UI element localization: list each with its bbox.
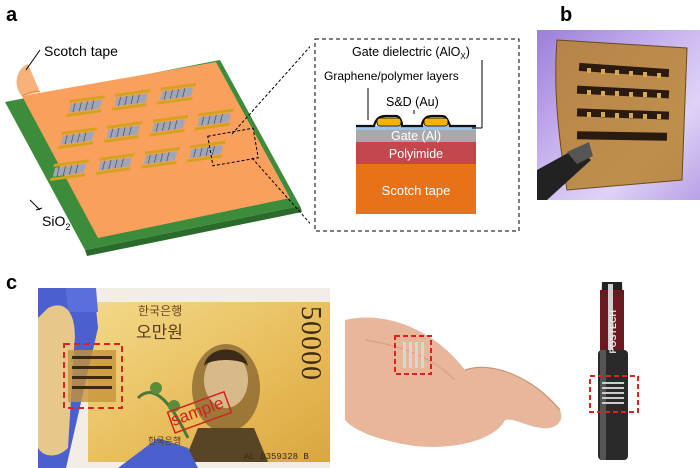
layer-gate [356,130,476,142]
sd-electrode-right [423,117,449,127]
sample-stamp-box [166,390,233,434]
schematic-labels: Scotch tape SiO2 [42,43,118,232]
sio2-label-main: SiO [42,213,65,229]
layer-scotch-tape [356,164,476,214]
graphene-label: Graphene/polymer layers [324,69,459,83]
gate-layer-label: Gate (Al) [391,129,441,143]
panel-label-c: c [6,272,18,294]
panel-label-a: a [6,4,18,26]
pen-brand-text: POSTECH [608,310,618,354]
layer-graphene [356,114,476,128]
schematic-device-array [5,45,310,256]
sd-label: S&D (Au) [386,95,439,109]
layer-dielectric [356,126,476,130]
gate-dielectric-suffix: ) [466,45,470,59]
photo-pen: POSTECH [580,280,650,468]
banknote-value-text: 오만원 [136,323,183,343]
photo-flexible-device [537,30,700,200]
gate-dielectric-sub: X [460,52,466,61]
zoom-region-box [207,127,259,167]
photo-banknote: 50000 한국은행 오만원 sample AL 0359328 B 한국은행 [38,288,330,468]
sd-electrode-left [376,117,402,127]
device-grid [49,82,234,181]
banknote-serial: AL 0359328 B [244,452,309,462]
layer-polyimide [356,142,476,164]
panel-label-b: b [560,4,573,26]
sio2-label: SiO2 [42,213,70,232]
tape-layer-label: Scotch tape [382,183,451,198]
scotch-tape-label: Scotch tape [44,43,118,59]
photo-hand [345,300,570,455]
banknote-device-highlight [63,343,123,409]
sio2-label-sub: 2 [65,222,70,232]
pen-device-highlight [589,375,639,413]
polyimide-layer-label: Polyimide [389,147,443,161]
gate-dielectric-label: Gate dielectric (AlOX) [352,45,470,61]
gate-dielectric-prefix: Gate dielectric (AlO [352,45,461,59]
banknote-bank-name: 한국은행 [138,304,183,318]
hand-device-highlight [394,335,432,375]
banknote-bottom-bank: 한국은행 [148,437,182,447]
banknote-denomination: 50000 [295,306,326,381]
detail-frame [314,38,520,232]
layer-stack-labels: Gate dielectric (AlOX) Graphene/polymer … [324,45,470,198]
layer-stack-detail [314,38,520,232]
